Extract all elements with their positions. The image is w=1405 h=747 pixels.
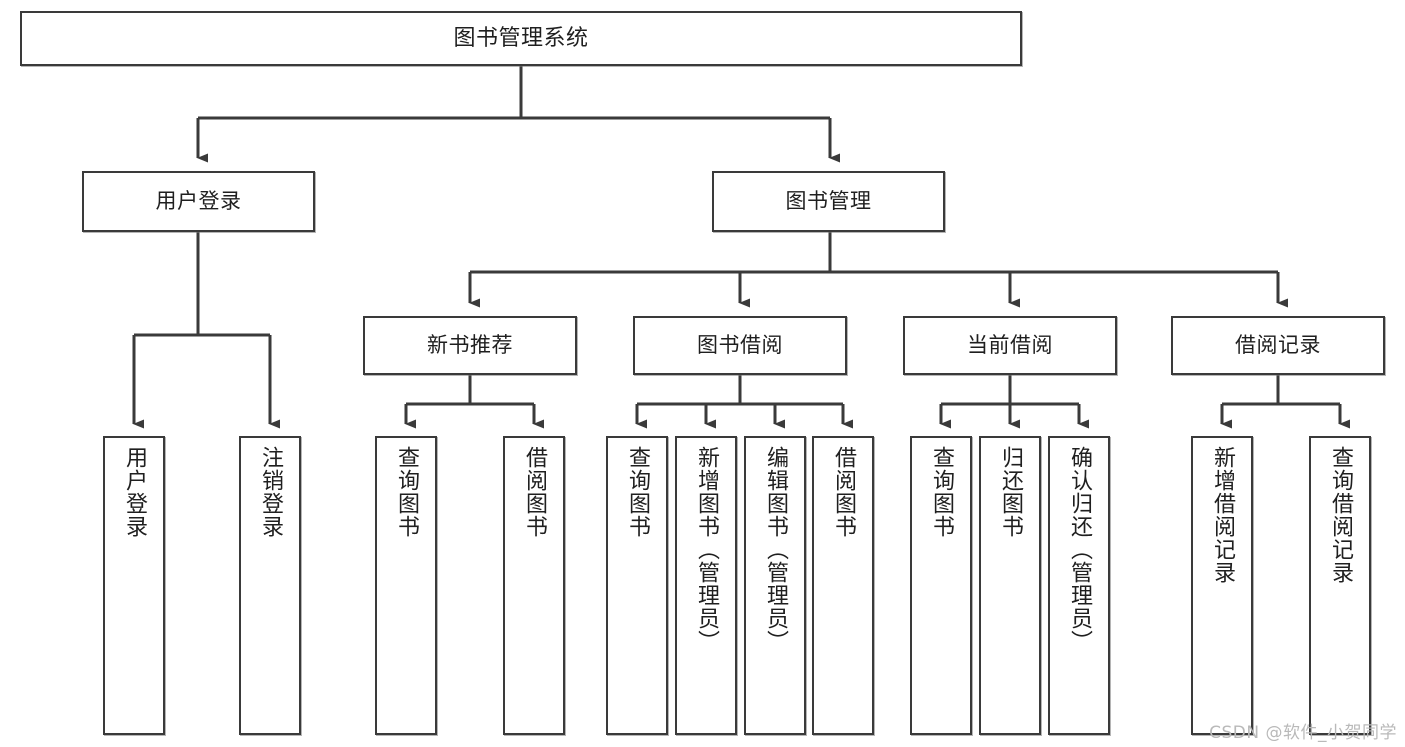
node-borrow-record[interactable]: 借阅记录 xyxy=(1171,316,1385,375)
node-user-login-label: 用户登录 xyxy=(155,189,242,214)
node-new-book-recommend[interactable]: 新书推荐 xyxy=(363,316,577,375)
leaf-label: 查询图书 xyxy=(624,446,650,538)
leaf-label: 新增图书（管理员） xyxy=(693,446,719,653)
node-root-label: 图书管理系统 xyxy=(453,25,589,51)
watermark: CSDN @软件_小贺同学 xyxy=(1209,723,1397,743)
node-user-login[interactable]: 用户登录 xyxy=(82,171,315,232)
leaf-borrow-record-add[interactable]: 新增借阅记录 xyxy=(1191,436,1253,735)
leaf-label: 借阅图书 xyxy=(830,446,856,538)
leaf-label: 借阅图书 xyxy=(521,446,547,538)
leaf-current-borrow-query[interactable]: 查询图书 xyxy=(910,436,972,735)
leaf-label: 确认归还（管理员） xyxy=(1066,446,1092,653)
node-root[interactable]: 图书管理系统 xyxy=(20,11,1022,66)
leaf-label: 用户登录 xyxy=(121,446,147,538)
leaf-current-borrow-confirm-return[interactable]: 确认归还（管理员） xyxy=(1048,436,1110,735)
node-book-borrow-label: 图书借阅 xyxy=(697,333,783,358)
leaf-label: 编辑图书（管理员） xyxy=(762,446,788,653)
node-borrow-record-label: 借阅记录 xyxy=(1235,333,1321,358)
leaf-new-book-borrow[interactable]: 借阅图书 xyxy=(503,436,565,735)
leaf-user-login-logout[interactable]: 注销登录 xyxy=(239,436,301,735)
node-book-management-label: 图书管理 xyxy=(785,189,872,214)
leaf-label: 查询图书 xyxy=(393,446,419,538)
leaf-borrow-record-query[interactable]: 查询借阅记录 xyxy=(1309,436,1371,735)
node-book-management[interactable]: 图书管理 xyxy=(712,171,945,232)
leaf-current-borrow-return[interactable]: 归还图书 xyxy=(979,436,1041,735)
node-current-borrow[interactable]: 当前借阅 xyxy=(903,316,1117,375)
node-book-borrow[interactable]: 图书借阅 xyxy=(633,316,847,375)
leaf-new-book-query[interactable]: 查询图书 xyxy=(375,436,437,735)
node-current-borrow-label: 当前借阅 xyxy=(967,333,1053,358)
leaf-book-borrow-add[interactable]: 新增图书（管理员） xyxy=(675,436,737,735)
leaf-label: 查询图书 xyxy=(928,446,954,538)
leaf-label: 注销登录 xyxy=(257,446,283,538)
leaf-label: 查询借阅记录 xyxy=(1327,446,1353,584)
leaf-book-borrow-query[interactable]: 查询图书 xyxy=(606,436,668,735)
leaf-label: 归还图书 xyxy=(997,446,1023,538)
leaf-label: 新增借阅记录 xyxy=(1209,446,1235,584)
leaf-book-borrow-borrow[interactable]: 借阅图书 xyxy=(812,436,874,735)
leaf-book-borrow-edit[interactable]: 编辑图书（管理员） xyxy=(744,436,806,735)
leaf-user-login-login[interactable]: 用户登录 xyxy=(103,436,165,735)
node-new-book-recommend-label: 新书推荐 xyxy=(427,333,513,358)
